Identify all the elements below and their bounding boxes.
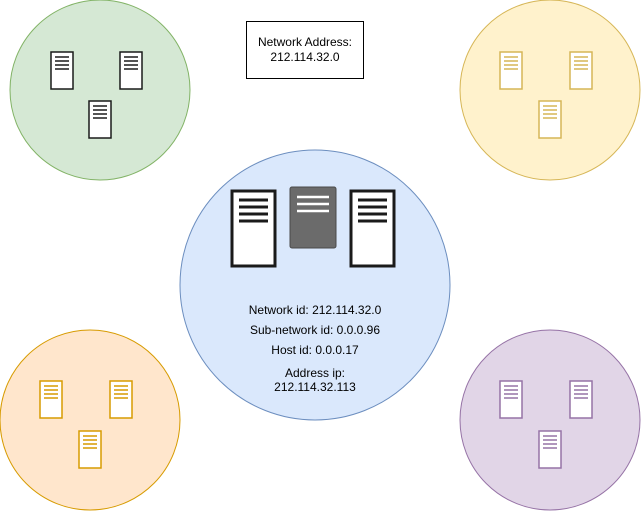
- address-ip-label: Address ip:: [284, 366, 346, 380]
- green-group-circle: [9, 0, 191, 181]
- server-icon: [499, 380, 523, 419]
- server-icon: [499, 51, 523, 90]
- server-icon: [39, 380, 63, 419]
- server-icon: [538, 100, 562, 139]
- server-icon: [88, 100, 112, 139]
- server-icon: [569, 51, 593, 90]
- orange-group-circle: [0, 329, 181, 511]
- network-id: Network id: 212.114.32.0: [248, 303, 382, 317]
- purple-group-circle: [459, 329, 641, 511]
- network-address-title: Network Address:: [257, 35, 353, 49]
- host-id: Host id: 0.0.0.17: [271, 343, 359, 357]
- router-icon: [289, 186, 337, 249]
- server-icon: [109, 380, 133, 419]
- network-address-box: Network Address: 212.114.32.0: [246, 21, 364, 79]
- server-icon: [569, 380, 593, 419]
- server-icon: [538, 430, 562, 469]
- server-icon: [119, 51, 143, 90]
- server-icon: [349, 189, 396, 268]
- network-address-value: 212.114.32.0: [270, 50, 340, 64]
- server-icon: [78, 430, 102, 469]
- server-icon: [230, 189, 277, 268]
- yellow-group-circle: [459, 0, 641, 181]
- address-ip-value: 212.114.32.113: [274, 380, 356, 394]
- server-icon: [50, 51, 74, 90]
- subnetwork-id: Sub-network id: 0.0.0.96: [249, 323, 381, 337]
